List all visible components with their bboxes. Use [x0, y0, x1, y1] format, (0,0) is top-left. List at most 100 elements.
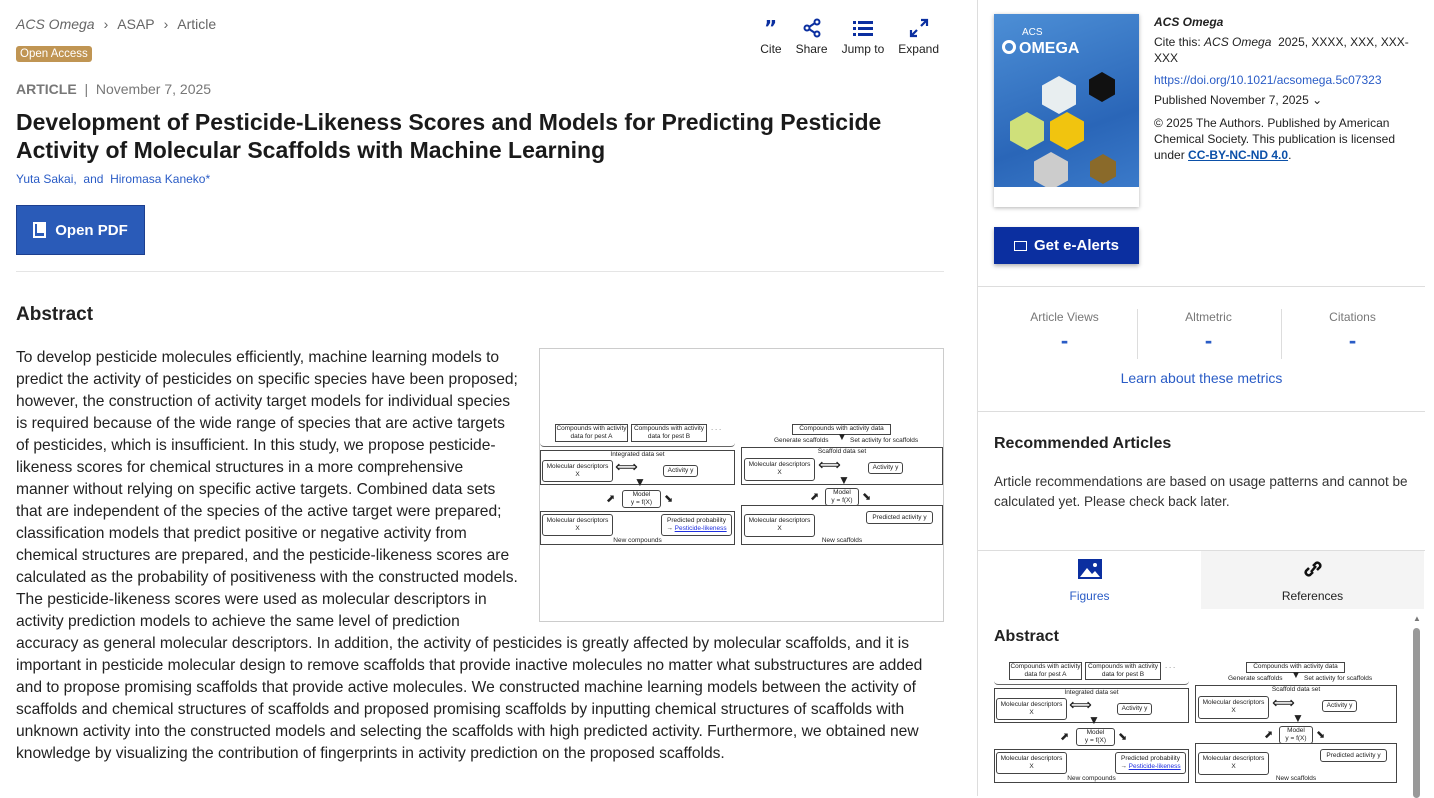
- down-arrow-icon: ▼: [634, 475, 646, 489]
- share-button[interactable]: Share: [796, 18, 828, 56]
- tab-references[interactable]: References: [1201, 551, 1424, 609]
- arrow-text: →: [666, 524, 673, 532]
- sidebar-abstract-graphic[interactable]: Compounds with activity data for pest A …: [994, 658, 1398, 786]
- divider: [978, 550, 1425, 551]
- down-arrow-icon: ▼: [1088, 713, 1100, 727]
- integrated-label: Integrated data set: [1064, 689, 1119, 696]
- metric-value: -: [1204, 328, 1213, 353]
- compounds-activity-box: Compounds with activity data: [1246, 662, 1345, 673]
- doi-link[interactable]: https://doi.org/10.1021/acsomega.5c07323: [1154, 73, 1382, 87]
- metric-views: Article Views-: [993, 310, 1136, 354]
- brace: [994, 681, 1189, 685]
- pest-a-box: Compounds with activity data for pest A: [555, 424, 628, 442]
- moldesc-label: Molecular descriptors: [1202, 699, 1265, 706]
- published-toggle[interactable]: Published November 7, 2025 ⌄: [1154, 92, 1414, 108]
- abstract-graphic[interactable]: Compounds with activity data for pest A …: [539, 348, 944, 622]
- cover-omega: OMEGA: [1019, 40, 1080, 57]
- author-link[interactable]: Hiromasa Kaneko*: [110, 172, 211, 186]
- share-label: Share: [795, 42, 828, 56]
- cite-button[interactable]: ” Cite: [760, 18, 781, 56]
- pred-activity-box: Predicted activity y: [1320, 749, 1387, 762]
- expand-button[interactable]: Expand: [898, 18, 939, 56]
- cite-label: Cite this:: [1154, 35, 1201, 49]
- license-link[interactable]: CC-BY-NC-ND 4.0: [1188, 148, 1289, 162]
- link-icon: [1303, 561, 1322, 577]
- x-label: X: [777, 524, 782, 532]
- cover-hex: [1010, 112, 1044, 150]
- x-label: X: [1231, 706, 1236, 714]
- x-label: X: [575, 524, 580, 532]
- generate-label: Generate scaffolds: [1228, 675, 1283, 682]
- double-arrow-icon: ⟺: [1272, 695, 1295, 712]
- svg-text:”: ”: [764, 18, 777, 38]
- moldesc-label: Molecular descriptors: [748, 461, 811, 468]
- breadcrumb-journal[interactable]: ACS Omega: [16, 16, 95, 32]
- sidebar-scrollbar[interactable]: ▲: [1412, 612, 1422, 798]
- mail-icon: [1013, 240, 1027, 251]
- metric-label: Article Views: [1030, 310, 1099, 324]
- pred-prob-box: Predicted probability→ Pesticide-likenes…: [661, 514, 732, 536]
- cover-hex: [1034, 152, 1068, 190]
- breadcrumb-asap[interactable]: ASAP: [117, 16, 155, 32]
- copyright-text: © 2025 The Authors. Published by America…: [1154, 116, 1396, 162]
- breadcrumb: ACS Omega › ASAP › Article: [16, 16, 216, 32]
- meta-separator: |: [84, 81, 89, 97]
- set-activity-label: Set activity for scaffolds: [1304, 675, 1373, 682]
- arrow-icon: ⬈: [1060, 731, 1070, 743]
- recommended-text: Article recommendations are based on usa…: [994, 474, 1408, 509]
- open-pdf-label: Open PDF: [55, 221, 128, 239]
- arrow-icon: ⬊: [1118, 731, 1128, 743]
- article-type: ARTICLE: [16, 81, 77, 97]
- pred-prob-label: Predicted probability: [1121, 755, 1180, 762]
- pest-b-box: Compounds with activity data for pest B: [631, 424, 707, 442]
- scroll-thumb[interactable]: [1413, 628, 1420, 798]
- chevron-right-icon: ›: [163, 16, 169, 32]
- pest-b-box: Compounds with activity data for pest B: [1085, 662, 1161, 680]
- activity-box: Activity y: [1117, 703, 1152, 715]
- metric-label: Altmetric: [1185, 310, 1232, 324]
- author-link[interactable]: Yuta Sakai,: [16, 172, 77, 186]
- metric-altmetric: Altmetric -: [1137, 310, 1280, 354]
- arrow-icon: ⬈: [606, 493, 616, 505]
- journal-name: ACS Omega: [1154, 15, 1224, 29]
- open-pdf-button[interactable]: Open PDF: [16, 205, 145, 255]
- tab-references-label: References: [1281, 589, 1344, 603]
- divider: [1137, 309, 1138, 359]
- cite-label: Cite: [760, 42, 782, 56]
- divider: [978, 286, 1425, 287]
- brace: [540, 443, 735, 447]
- jump-to-button[interactable]: Jump to: [841, 18, 885, 56]
- list-icon: [852, 21, 873, 36]
- tab-figures-label: Figures: [1069, 589, 1110, 603]
- period: .: [1288, 148, 1292, 162]
- moldesc-label: Molecular descriptors: [1000, 701, 1063, 708]
- get-e-alerts-button[interactable]: Get e-Alerts: [994, 227, 1139, 264]
- moldesc-label: Molecular descriptors: [1202, 755, 1265, 762]
- ellipsis: · · ·: [711, 426, 722, 433]
- scroll-up-icon: ▲: [1413, 614, 1421, 623]
- down-arrow-icon: ▼: [1291, 670, 1301, 681]
- authors-and: and: [83, 172, 104, 186]
- authors: Yuta Sakai, and Hiromasa Kaneko*: [16, 172, 210, 186]
- x-label: X: [777, 468, 782, 476]
- moldesc-label: Molecular descriptors: [748, 517, 811, 524]
- jump-label: Jump to: [841, 42, 885, 56]
- arrow-icon: ⬊: [1316, 729, 1326, 741]
- arrow-icon: ⬊: [862, 491, 872, 503]
- pest-a-box: Compounds with activity data for pest A: [1009, 662, 1082, 680]
- sidebar-abstract-heading: Abstract: [994, 628, 1059, 645]
- cover-hex: [1042, 76, 1076, 114]
- learn-metrics-link[interactable]: Learn about these metrics: [1120, 370, 1283, 386]
- new-compounds-label: New compounds: [1067, 774, 1116, 782]
- tab-figures[interactable]: Figures: [978, 551, 1201, 609]
- fx-label: y = f(X): [1084, 736, 1107, 744]
- x-label: X: [1231, 762, 1236, 770]
